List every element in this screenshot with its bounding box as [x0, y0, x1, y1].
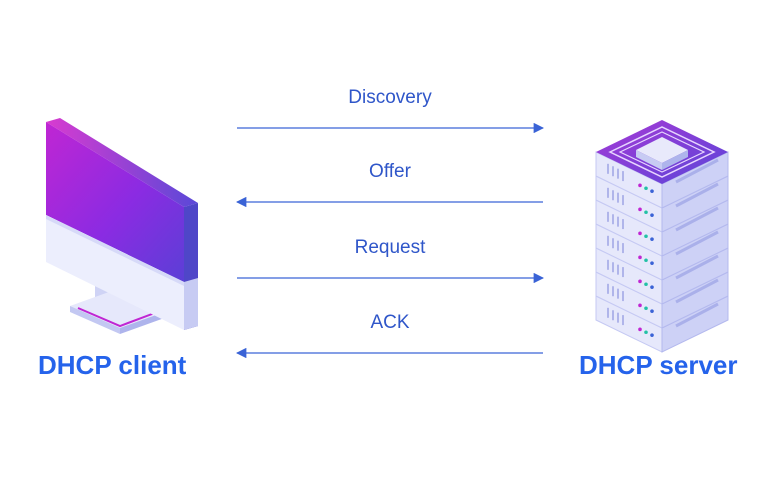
server-side-slot: [675, 182, 719, 208]
server-side-slot: [675, 254, 719, 280]
server-indicator-light: [650, 309, 654, 313]
server-indicator-light: [650, 213, 654, 217]
server-indicator-light: [638, 303, 642, 308]
server-rack-icon: [595, 120, 729, 353]
message-label-ack: ACK: [370, 312, 410, 333]
server-side-slot: [675, 278, 719, 304]
server-indicator-light: [650, 333, 654, 337]
server-indicator-light: [644, 306, 648, 311]
client-label: DHCP client: [38, 350, 187, 380]
server-indicator-light: [644, 234, 648, 239]
message-label-request: Request: [354, 237, 426, 258]
server-indicator-light: [644, 258, 648, 263]
message-label-discovery: Discovery: [348, 87, 432, 108]
server-indicator-light: [638, 255, 642, 260]
server-indicator-light: [638, 279, 642, 284]
server-indicator-light: [644, 210, 648, 215]
server-indicator-light: [638, 231, 642, 236]
server-indicator-light: [638, 207, 642, 212]
server-indicator-light: [644, 330, 648, 335]
server-indicator-light: [638, 327, 642, 332]
server-indicator-light: [644, 282, 648, 287]
server-indicator-light: [650, 285, 654, 289]
server-side-slot: [675, 206, 719, 232]
message-label-offer: Offer: [369, 161, 411, 182]
server-indicator-light: [650, 261, 654, 265]
server-side-slot: [675, 230, 719, 256]
server-indicator-light: [638, 183, 642, 188]
desktop-monitor-icon: [46, 118, 198, 334]
server-unit-side: [661, 151, 729, 209]
server-side-slot: [675, 302, 719, 328]
server-indicator-light: [644, 186, 648, 191]
server-indicator-light: [650, 237, 654, 241]
message-arrows: [235, 122, 545, 359]
server-indicator-light: [650, 189, 654, 193]
server-label: DHCP server: [579, 350, 738, 380]
server-side-slot: [675, 158, 719, 184]
